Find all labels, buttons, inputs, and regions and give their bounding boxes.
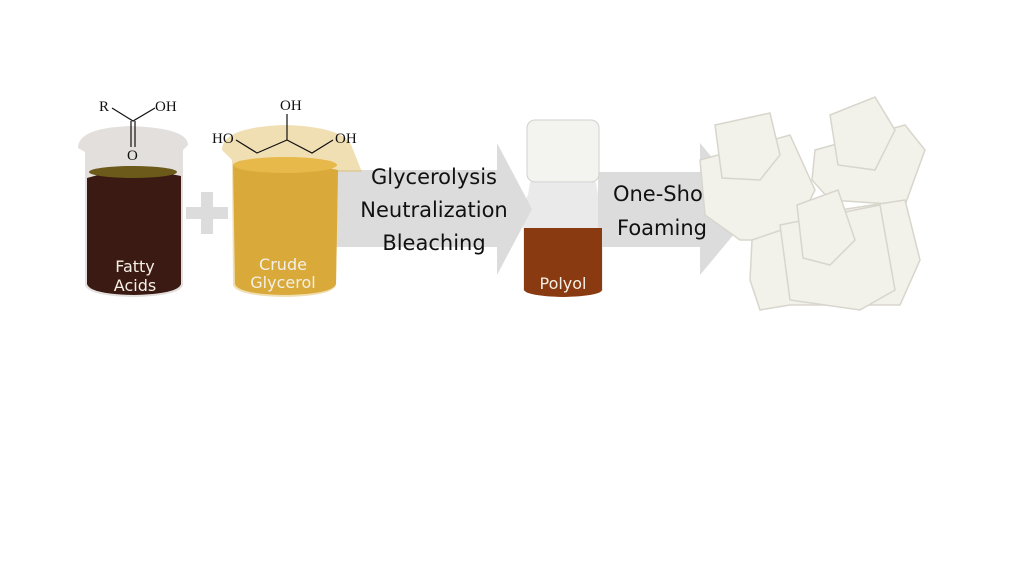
svg-text:OH: OH <box>155 99 177 115</box>
crude-glycerol-label: Glycerol <box>250 273 315 292</box>
fatty-acids-label: Fatty <box>115 257 155 276</box>
glycerol-formula: OH HO OH <box>212 98 357 154</box>
step-foaming: Foaming <box>617 216 707 240</box>
polyol-label: Polyol <box>539 274 586 293</box>
svg-text:O: O <box>127 148 138 164</box>
plus-icon <box>186 192 228 234</box>
carboxylic-acid-formula: R OH O <box>99 99 177 164</box>
step-neutralization: Neutralization <box>360 198 507 222</box>
step-bleaching: Bleaching <box>382 231 485 255</box>
crude-glycerol-label: Crude <box>259 255 307 274</box>
svg-text:OH: OH <box>280 98 302 114</box>
polyol-bottle <box>522 119 604 297</box>
svg-text:HO: HO <box>212 131 234 147</box>
svg-text:R: R <box>99 99 109 115</box>
crude-glycerol-beaker <box>222 125 362 297</box>
step-one-shot: One-Shot <box>613 182 711 206</box>
foam-cubes-icon <box>699 96 926 311</box>
fatty-acids-label: Acids <box>114 276 156 295</box>
svg-text:OH: OH <box>335 131 357 147</box>
step-glycerolysis: Glycerolysis <box>371 165 497 189</box>
fatty-acids-beaker <box>78 126 188 297</box>
arrow-right-icon <box>335 143 532 275</box>
